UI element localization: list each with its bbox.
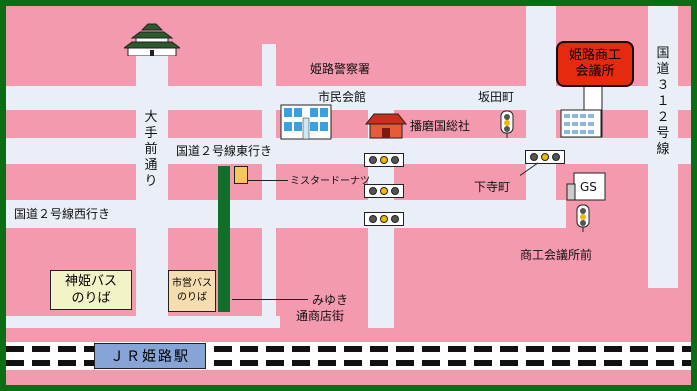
city-bus-label-1: 市営バス <box>172 278 212 289</box>
ote-dori-label: 大手前通り <box>144 110 158 189</box>
sakata-label: 坂田町 <box>478 90 515 104</box>
chamber-sign-line-1: 姫路商工 <box>568 48 621 63</box>
traffic-signal-route2-east <box>525 150 565 164</box>
city-bus-label-2: のりば <box>177 292 207 303</box>
railway-track-top <box>6 346 691 352</box>
chamber-front-label: 商工会議所前 <box>520 248 593 262</box>
traffic-signal-route2-west <box>364 212 404 226</box>
police-station-label: 姫路警察署 <box>310 62 371 76</box>
traffic-signal-chamber <box>576 204 590 232</box>
road-route312 <box>648 6 678 288</box>
miyuki-leader <box>232 299 308 300</box>
civic-hall-label: 市民会館 <box>318 90 367 104</box>
gas-station-icon <box>566 172 606 201</box>
road-route2-eastbound <box>6 138 691 164</box>
traffic-signal-sakata <box>500 110 514 138</box>
miyuki-label-1: みゆき <box>312 293 349 307</box>
chamber-sign-line-2: 会議所 <box>575 64 615 79</box>
mister-donut-marker <box>234 166 248 184</box>
railway-track-bottom <box>6 360 691 366</box>
chamber-of-commerce-sign: 姫路商工 会議所 <box>556 41 634 87</box>
route2-westbound-label: 国道２号線西行き <box>14 207 111 221</box>
traffic-signal-route2-center <box>364 153 404 167</box>
miyuki-arcade <box>218 166 230 312</box>
himeji-castle-icon <box>124 23 180 56</box>
road-route2-westbound <box>6 200 566 228</box>
harima-shrine-label: 播磨国総社 <box>410 119 471 133</box>
mister-donut-label: ミスタードーナツ <box>290 176 370 187</box>
station-label: ＪＲ姫路駅 <box>110 349 190 365</box>
road-mid-vertical <box>262 44 276 328</box>
road-ote-dori <box>136 52 168 328</box>
mister-donut-leader <box>248 180 288 181</box>
route2-eastbound-label: 国道２号線東行き <box>176 144 273 158</box>
jr-himeji-station: ＪＲ姫路駅 <box>94 343 206 369</box>
shinki-bus-stop: 神姫バス のりば <box>50 270 132 310</box>
shimodera-label: 下寺町 <box>474 180 511 194</box>
city-bus-stop: 市営バス のりば <box>168 270 216 312</box>
civic-hall-building-icon <box>280 104 332 140</box>
gas-station-label: GS <box>580 180 597 194</box>
harima-shrine-icon <box>364 113 408 139</box>
traffic-signal-middle <box>364 184 404 198</box>
route312-label: 国道３１２号線 <box>656 46 670 157</box>
shinki-bus-label-2: のりば <box>71 291 111 306</box>
road-north-horizontal <box>6 86 691 110</box>
chamber-building-icon <box>560 84 603 138</box>
miyuki-label-2: 通商店街 <box>296 309 345 323</box>
road-sakata-vertical <box>526 6 556 228</box>
shinki-bus-label-1: 神姫バス <box>64 274 117 289</box>
